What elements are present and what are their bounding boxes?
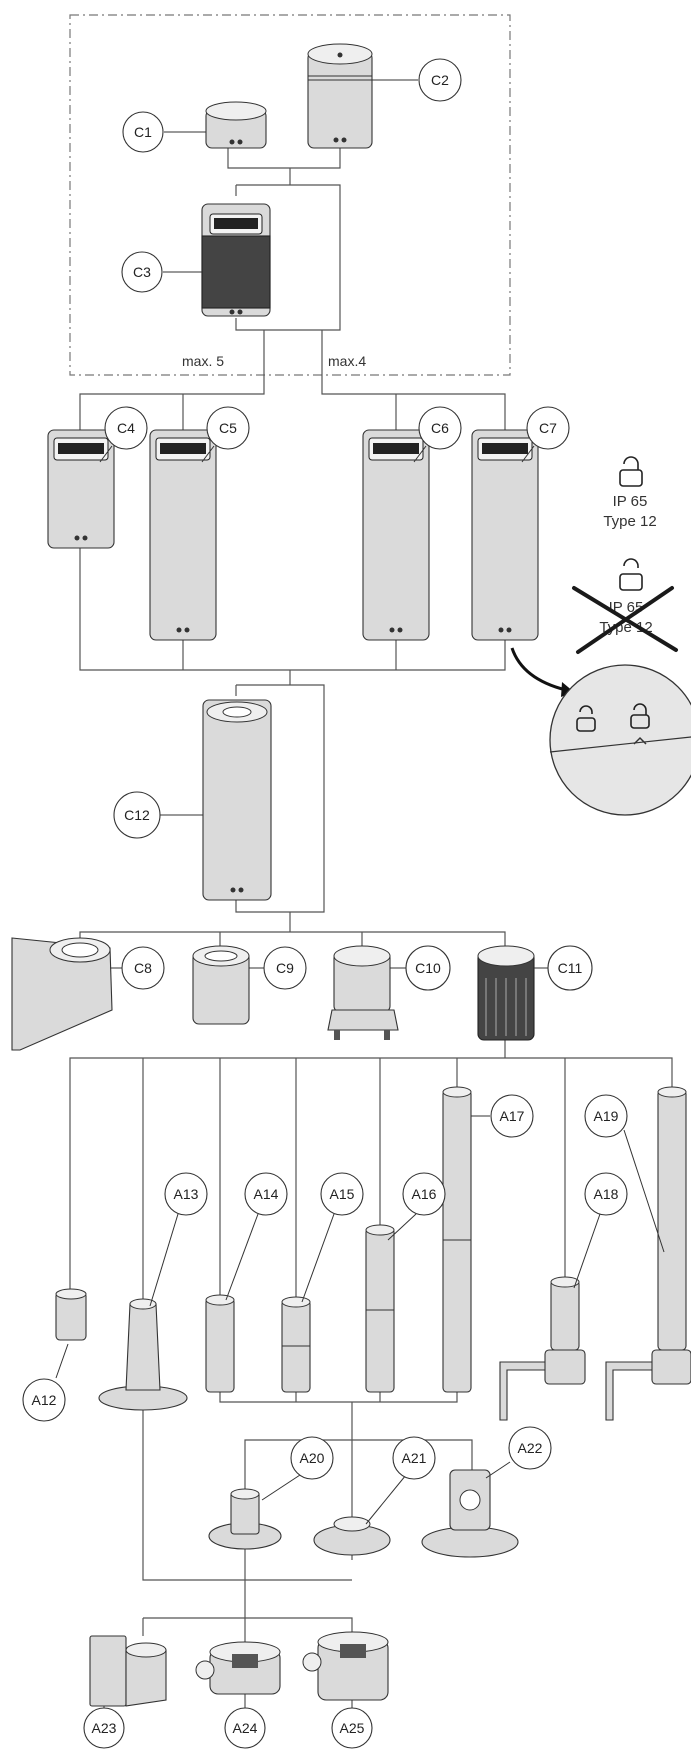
- svg-text:C9: C9: [276, 960, 294, 976]
- callout-c2: C2: [372, 58, 462, 102]
- part-c9-base: [192, 945, 250, 1025]
- svg-text:C12: C12: [124, 807, 150, 823]
- callout-a13: A13: [149, 1172, 208, 1307]
- part-a17-tube: [442, 1086, 472, 1393]
- svg-text:A21: A21: [402, 1450, 427, 1466]
- part-c2-buzzer: [307, 43, 373, 149]
- svg-text:C10: C10: [415, 960, 441, 976]
- svg-text:C8: C8: [134, 960, 152, 976]
- callout-a15: A15: [301, 1172, 364, 1303]
- svg-text:A17: A17: [500, 1108, 525, 1124]
- part-c8-wall-bracket: [11, 937, 113, 1051]
- part-c3-led-module: [201, 203, 271, 317]
- part-a25-base: [302, 1631, 389, 1701]
- ip-rating-label: IP 65: [613, 493, 648, 510]
- callout-a12: A12: [22, 1343, 69, 1422]
- svg-text:A25: A25: [340, 1720, 365, 1736]
- part-c7-element: [471, 429, 539, 641]
- cross-out-icon: [572, 586, 678, 654]
- part-a20-base: [208, 1488, 282, 1550]
- callout-c9: C9: [249, 946, 307, 990]
- svg-text:A23: A23: [92, 1720, 117, 1736]
- part-a19-bracket: [605, 1086, 691, 1421]
- callout-a20: A20: [261, 1436, 334, 1501]
- callout-a22: A22: [485, 1426, 552, 1479]
- svg-text:A24: A24: [233, 1720, 258, 1736]
- svg-text:A12: A12: [32, 1392, 57, 1408]
- part-a16-tube: [365, 1224, 395, 1393]
- callout-c6: C6: [413, 406, 462, 463]
- part-a24-base: [195, 1641, 281, 1695]
- part-a23-wall-plate: [89, 1635, 167, 1707]
- part-c11-base: [477, 945, 535, 1041]
- callout-c8: C8: [110, 946, 165, 990]
- type-rating-crossed-label: Type 12: [599, 619, 652, 636]
- lock-closed-icon: [630, 703, 650, 729]
- callout-c5: C5: [201, 406, 250, 463]
- part-c1-cap: [205, 101, 267, 149]
- lock-closed-icon: [619, 456, 643, 487]
- callout-c12: C12: [113, 791, 203, 839]
- svg-text:C1: C1: [134, 124, 152, 140]
- svg-text:C11: C11: [558, 960, 583, 976]
- part-c5-element: [149, 429, 217, 641]
- callout-a14: A14: [225, 1172, 288, 1301]
- part-a15-tube: [281, 1296, 311, 1393]
- callout-a21: A21: [365, 1436, 436, 1525]
- seal-detail-view: [510, 647, 691, 816]
- callout-c4: C4: [99, 406, 148, 463]
- max-left-label: max. 5: [182, 353, 224, 369]
- part-c6-element: [362, 429, 430, 641]
- callout-c1: C1: [122, 111, 206, 153]
- callout-a24: A24: [224, 1694, 266, 1749]
- part-c4-element: [47, 429, 115, 549]
- part-a13-mount: [98, 1298, 188, 1411]
- svg-text:A13: A13: [174, 1186, 199, 1202]
- part-a12-adapter: [55, 1288, 87, 1341]
- svg-text:A15: A15: [330, 1186, 355, 1202]
- callout-a19: A19: [584, 1094, 665, 1253]
- svg-text:C5: C5: [219, 420, 237, 436]
- optional-module-group-frame: [69, 14, 511, 376]
- part-a18-bracket: [499, 1276, 586, 1421]
- part-a14-tube: [205, 1294, 235, 1393]
- svg-text:C6: C6: [431, 420, 449, 436]
- connection-lines: [69, 148, 673, 1650]
- lock-open-icon: [619, 558, 643, 591]
- svg-text:A16: A16: [412, 1186, 437, 1202]
- part-c12-base-module: [202, 699, 272, 901]
- svg-text:C7: C7: [539, 420, 557, 436]
- svg-text:A18: A18: [594, 1186, 619, 1202]
- callout-c7: C7: [521, 406, 570, 463]
- svg-text:C2: C2: [431, 72, 449, 88]
- callout-c11: C11: [534, 945, 593, 991]
- part-a22-base: [421, 1469, 519, 1558]
- lock-open-icon: [576, 705, 596, 732]
- callout-c3: C3: [121, 251, 202, 293]
- callout-a18: A18: [573, 1172, 628, 1289]
- callout-a17: A17: [471, 1094, 534, 1138]
- svg-text:C3: C3: [133, 264, 151, 280]
- max-right-label: max.4: [328, 353, 366, 369]
- svg-text:A14: A14: [254, 1186, 279, 1202]
- svg-text:A20: A20: [300, 1450, 325, 1466]
- callout-a23: A23: [83, 1706, 125, 1749]
- svg-text:C4: C4: [117, 420, 135, 436]
- svg-text:A22: A22: [518, 1440, 543, 1456]
- type-rating-label: Type 12: [603, 513, 656, 530]
- part-c10-base: [327, 945, 399, 1040]
- part-a21-base: [313, 1516, 391, 1556]
- svg-text:A19: A19: [594, 1108, 619, 1124]
- callout-a25: A25: [331, 1700, 373, 1749]
- callout-c10: C10: [390, 945, 451, 991]
- callout-a16: A16: [387, 1172, 446, 1241]
